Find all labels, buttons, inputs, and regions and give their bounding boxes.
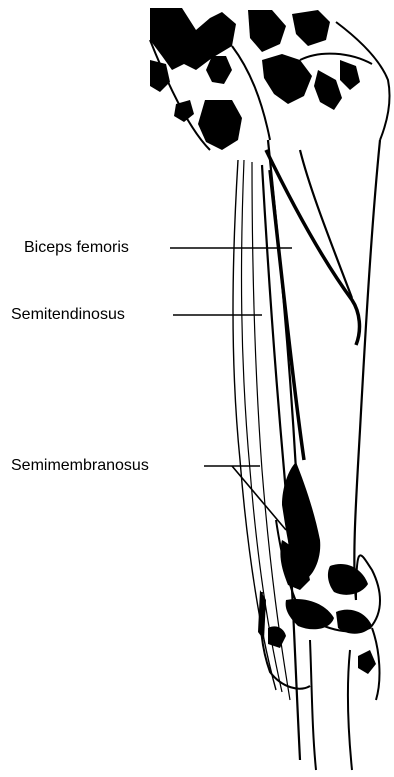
- label-semimembranosus: Semimembranosus: [11, 457, 149, 475]
- leader-lines: [170, 248, 292, 530]
- knee-shading: [258, 462, 376, 674]
- leader-semimembranosus-diagonal: [232, 466, 286, 530]
- label-biceps-femoris: Biceps femoris: [24, 239, 129, 257]
- pelvis-shading: [150, 8, 360, 150]
- femur: [268, 140, 380, 600]
- label-semitendinosus: Semitendinosus: [11, 306, 125, 324]
